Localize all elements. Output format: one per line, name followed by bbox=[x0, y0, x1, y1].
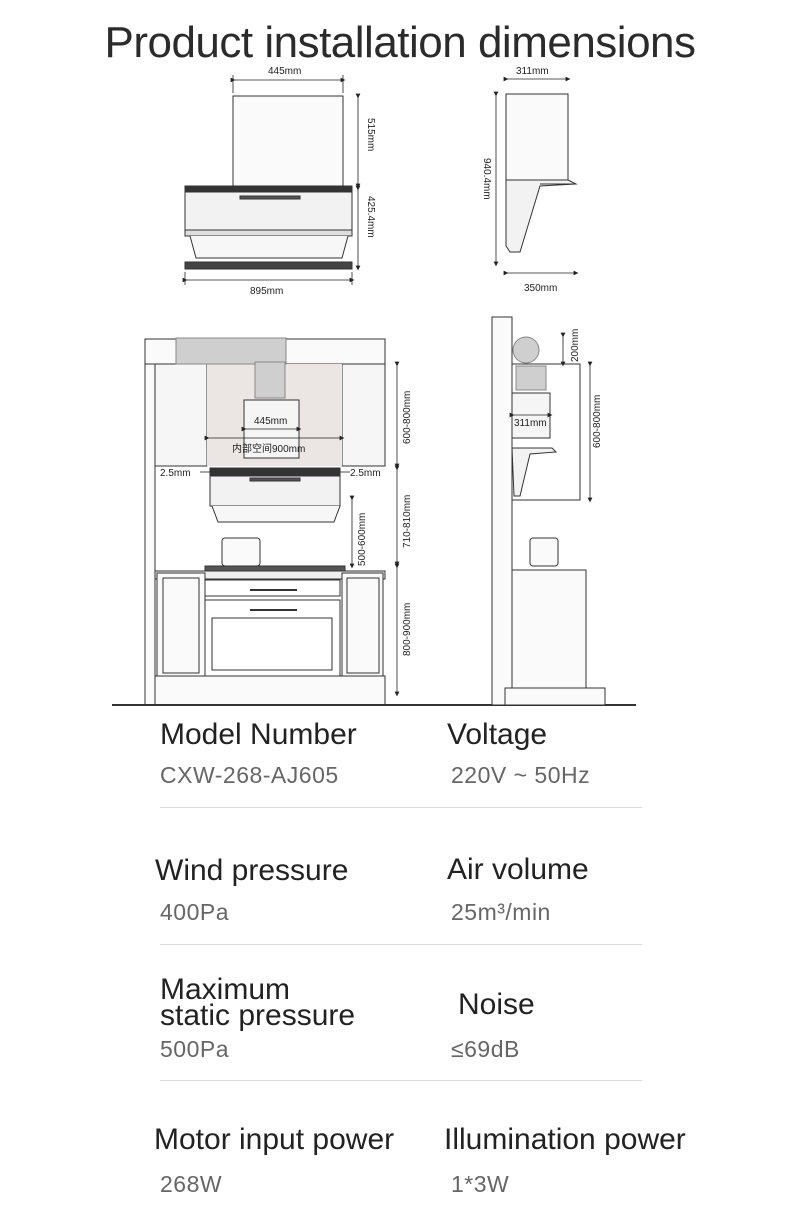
dim-counter-height: 800-900mm bbox=[402, 603, 413, 656]
dim-height-total: 940.4mm bbox=[481, 158, 492, 200]
spec-label-noise: Noise bbox=[458, 988, 535, 1021]
dim-duct-height: 200mm bbox=[570, 329, 581, 362]
kitchen-front-view bbox=[112, 337, 636, 706]
dim-width-top: 445mm bbox=[268, 66, 301, 77]
dim-height-chimney: 515mm bbox=[365, 118, 376, 151]
hood-side-view bbox=[505, 93, 578, 253]
dim-side-cabinet-height: 600-800mm bbox=[592, 395, 603, 448]
spec-value-motor-power: 268W bbox=[160, 1171, 223, 1197]
dim-gap-right: 2.5mm bbox=[350, 468, 381, 479]
spec-label-illumination-power: Illumination power bbox=[444, 1123, 686, 1156]
dim-width-bottom: 895mm bbox=[250, 286, 283, 297]
spec-value-voltage: 220V ~ 50Hz bbox=[451, 762, 591, 788]
spec-value-noise: ≤69dB bbox=[451, 1036, 520, 1062]
dim-cabinet-height: 600-800mm bbox=[402, 391, 413, 444]
spec-label-model: Model Number bbox=[160, 718, 357, 751]
page-title: Product installation dimensions bbox=[104, 18, 696, 67]
hood-front-view bbox=[184, 95, 353, 270]
dim-inner-space: 内部空间900mm bbox=[232, 442, 305, 455]
spec-value-air-volume: 25m³/min bbox=[451, 899, 551, 925]
dim-hood-to-stove: 500-600mm bbox=[357, 513, 368, 566]
dim-depth-bottom: 350mm bbox=[524, 283, 557, 294]
divider bbox=[160, 807, 642, 808]
installation-diagram: 445mm 515mm 425.4mm 895mm 311mm 940.4mm … bbox=[112, 66, 636, 706]
dim-side-depth: 311mm bbox=[514, 418, 547, 429]
spec-label-air-volume: Air volume bbox=[447, 853, 589, 886]
spec-label-static-pressure: Maximum static pressure bbox=[160, 973, 356, 1032]
divider bbox=[160, 1080, 642, 1081]
divider bbox=[160, 944, 642, 945]
spec-value-wind-pressure: 400Pa bbox=[160, 899, 230, 925]
spec-value-illumination-power: 1*3W bbox=[451, 1171, 510, 1197]
spec-label-voltage: Voltage bbox=[447, 718, 548, 751]
spec-value-static-pressure: 500Pa bbox=[160, 1036, 230, 1062]
dim-depth-top: 311mm bbox=[516, 66, 549, 77]
dim-hood-range: 710-810mm bbox=[402, 495, 413, 548]
kitchen-side-view bbox=[491, 316, 606, 706]
spec-value-model: CXW-268-AJ605 bbox=[160, 762, 339, 788]
spec-label-motor-power: Motor input power bbox=[154, 1123, 395, 1156]
dim-duct-width: 445mm bbox=[254, 416, 287, 427]
spec-label-wind-pressure: Wind pressure bbox=[155, 854, 349, 887]
dim-height-body: 425.4mm bbox=[365, 196, 376, 238]
dim-gap-left: 2.5mm bbox=[160, 468, 191, 479]
